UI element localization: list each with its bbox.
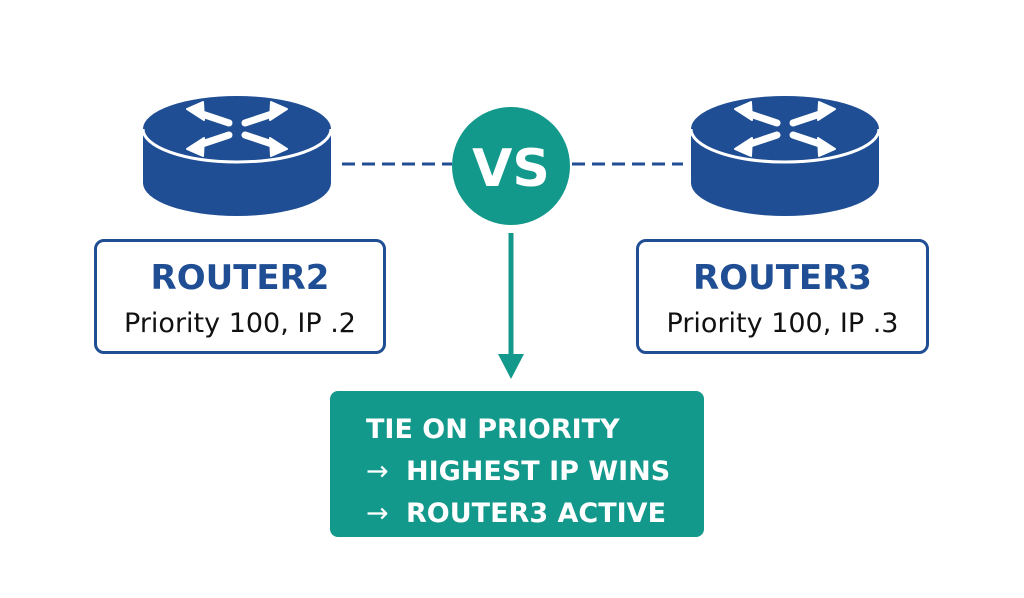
router2-icon: [143, 96, 331, 216]
router2-name: ROUTER2: [150, 258, 330, 298]
router3-label-box: ROUTER3 Priority 100, IP .3: [636, 239, 929, 354]
result-line-2: → HIGHEST IP WINS: [366, 451, 704, 493]
vs-badge: VS: [452, 107, 570, 225]
vs-label: VS: [472, 139, 550, 199]
result-line-2-text: HIGHEST IP WINS: [406, 456, 671, 487]
election-result-box: TIE ON PRIORITY → HIGHEST IP WINS → ROUTER…: [330, 391, 704, 537]
router3-icon: [691, 96, 879, 216]
result-line-3: → ROUTER3 ACTIVE: [366, 493, 704, 535]
router2-details: Priority 100, IP .2: [124, 308, 356, 339]
router2-label-box: ROUTER2 Priority 100, IP .2: [94, 239, 386, 354]
router3-details: Priority 100, IP .3: [666, 308, 899, 339]
result-line-1-text: TIE ON PRIORITY: [366, 414, 620, 445]
router3-name: ROUTER3: [693, 258, 872, 298]
result-line-3-text: ROUTER3 ACTIVE: [406, 498, 667, 529]
down-arrow-icon: [498, 233, 524, 379]
right-arrow-icon: →: [366, 456, 389, 487]
result-line-1: TIE ON PRIORITY: [366, 409, 704, 451]
right-arrow-icon: →: [366, 498, 389, 529]
